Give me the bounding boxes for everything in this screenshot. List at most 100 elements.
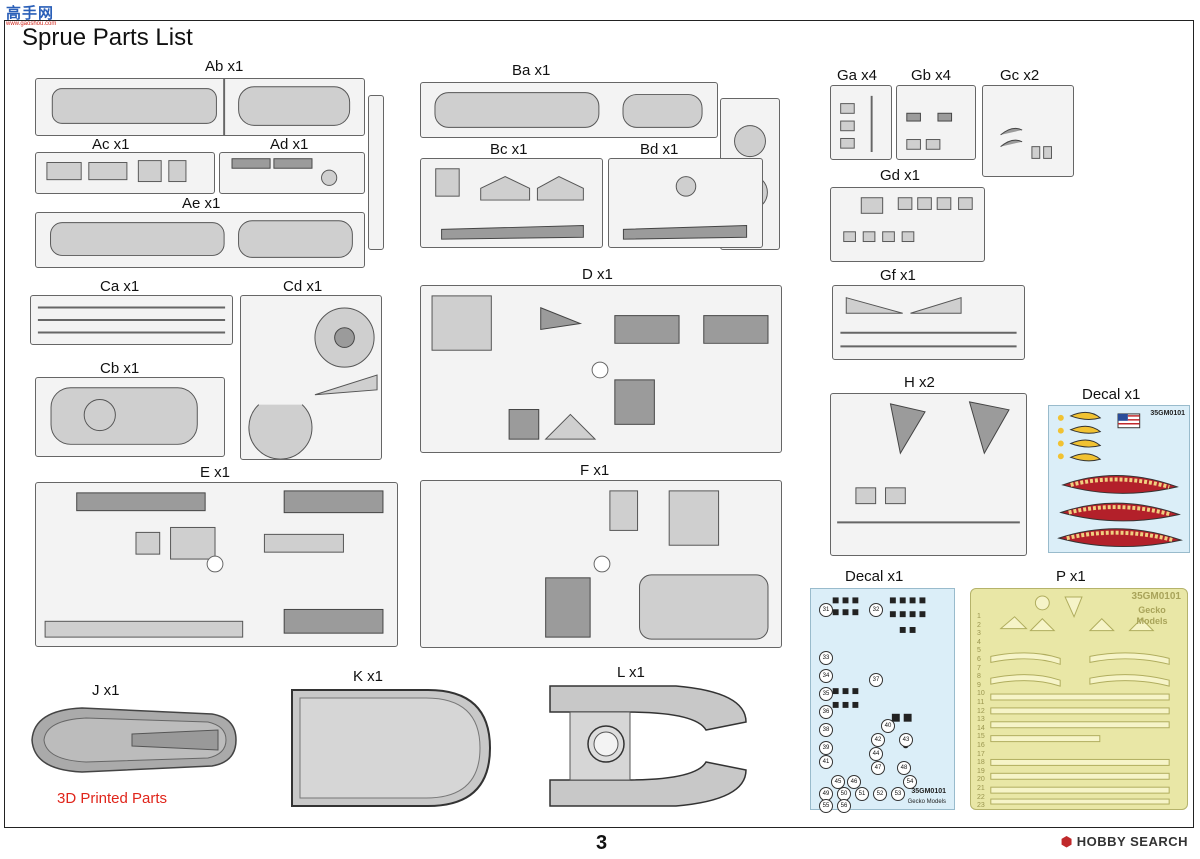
pe-number: 9 (977, 681, 981, 689)
pe-number: 3 (977, 630, 981, 638)
label-bd: Bd x1 (640, 141, 679, 158)
label-k: K x1 (353, 668, 384, 685)
label-decal-1: Decal x1 (1082, 386, 1141, 403)
pe-number: 14 (977, 724, 985, 732)
page-title: Sprue Parts List (22, 24, 193, 51)
decal-number: 47 (871, 761, 885, 775)
page-frame (4, 20, 1194, 828)
pe-number: 19 (977, 767, 985, 775)
decal-number: 46 (847, 775, 861, 789)
decal-number: 53 (891, 787, 905, 801)
decal-number: 42 (871, 733, 885, 747)
part-k-panel (288, 686, 494, 810)
decal-number: 56 (837, 799, 851, 813)
decal-number: 32 (869, 603, 883, 617)
label-decal-2: Decal x1 (845, 568, 904, 585)
label-ab: Ab x1 (205, 58, 244, 75)
label-f: F x1 (580, 462, 610, 479)
decal-number: 54 (903, 775, 917, 789)
printed-note: 3D Printed Parts (57, 790, 168, 807)
pe-number: 20 (977, 776, 985, 784)
pe-number: 18 (977, 759, 985, 767)
decal-code-2: 35GM0101 (911, 788, 946, 795)
decal-number: 36 (819, 705, 833, 719)
decal-number: 31 (819, 603, 833, 617)
label-ac: Ac x1 (92, 136, 130, 153)
pe-number: 11 (977, 699, 985, 706)
sprue-bd (608, 158, 763, 248)
decal-code-1: 35GM0101 (1150, 410, 1185, 417)
label-l: L x1 (617, 664, 645, 681)
label-ba: Ba x1 (512, 62, 551, 79)
hobby-search-brand: ⬢ HOBBY SEARCH (1061, 834, 1188, 850)
label-ca: Ca x1 (100, 278, 140, 295)
pe-number: 22 (977, 793, 985, 801)
label-h: H x2 (904, 374, 935, 391)
pe-number: 8 (977, 673, 981, 681)
pe-number: 7 (977, 664, 981, 672)
decal-number: 35 (819, 687, 833, 701)
sprue-bc (420, 158, 603, 248)
label-d: D x1 (582, 266, 613, 283)
sprue-ad (219, 152, 365, 194)
label-ga: Ga x4 (837, 67, 878, 84)
sprue-cd (240, 295, 382, 460)
label-gd: Gd x1 (880, 167, 921, 184)
pe-number: 17 (977, 750, 985, 758)
pe-number: 5 (977, 647, 981, 655)
pe-number: 2 (977, 621, 981, 629)
hobby-search-icon: ⬢ (1060, 834, 1077, 849)
sprue-cb (35, 377, 225, 457)
decal-number: 34 (819, 669, 833, 683)
decal-brand: Gecko Models (907, 799, 946, 805)
watermark-logo: 高手网 www.gaoshou.com (4, 2, 74, 38)
label-p: P x1 (1056, 568, 1086, 585)
sprue-gc (982, 85, 1074, 177)
decal-number: 44 (869, 747, 883, 761)
watermark-url: www.gaoshou.com (6, 21, 57, 27)
part-j-hull (22, 700, 240, 780)
pe-number: 6 (977, 656, 981, 663)
sprue-gf (832, 285, 1025, 360)
label-bc: Bc x1 (490, 141, 528, 158)
sprue-h (830, 393, 1027, 556)
decal-number: 43 (899, 733, 913, 747)
label-ad: Ad x1 (270, 136, 309, 153)
sprue-gb (896, 85, 976, 160)
decal-number: 38 (819, 723, 833, 737)
decal-number: 40 (881, 719, 895, 733)
sprue-ac (35, 152, 215, 194)
label-cb: Cb x1 (100, 360, 140, 377)
decal-number: 55 (819, 799, 833, 813)
hobby-search-text: HOBBY SEARCH (1076, 834, 1188, 849)
label-e: E x1 (200, 464, 231, 481)
sprue-e (35, 482, 398, 647)
decal-number: 52 (873, 787, 887, 801)
pe-code: 35GM0101 (1131, 591, 1181, 602)
sprue-ae (35, 212, 365, 268)
pe-number: 1 (977, 613, 981, 620)
decal-number: 48 (897, 761, 911, 775)
sprue-ab-side (368, 95, 384, 250)
decal-number: 51 (855, 787, 869, 801)
pe-number: 23 (977, 802, 985, 810)
label-ae: Ae x1 (182, 195, 221, 212)
label-gb: Gb x4 (911, 67, 952, 84)
pe-number: 15 (977, 733, 985, 741)
decal-sheet-1: 35GM0101 (1048, 405, 1190, 553)
pe-number: 21 (977, 785, 985, 792)
sprue-d (420, 285, 782, 453)
pe-brand: Gecko Models (1136, 605, 1168, 626)
label-gf: Gf x1 (880, 267, 916, 284)
pe-number: 12 (977, 707, 985, 715)
watermark-text: 高手网 (6, 5, 55, 22)
sprue-ba (420, 82, 718, 138)
pe-number: 13 (977, 716, 985, 724)
decal-number: 37 (869, 673, 883, 687)
label-cd: Cd x1 (283, 278, 323, 295)
sprue-ab (35, 78, 365, 136)
sprue-f (420, 480, 782, 648)
sprue-ca (30, 295, 233, 345)
